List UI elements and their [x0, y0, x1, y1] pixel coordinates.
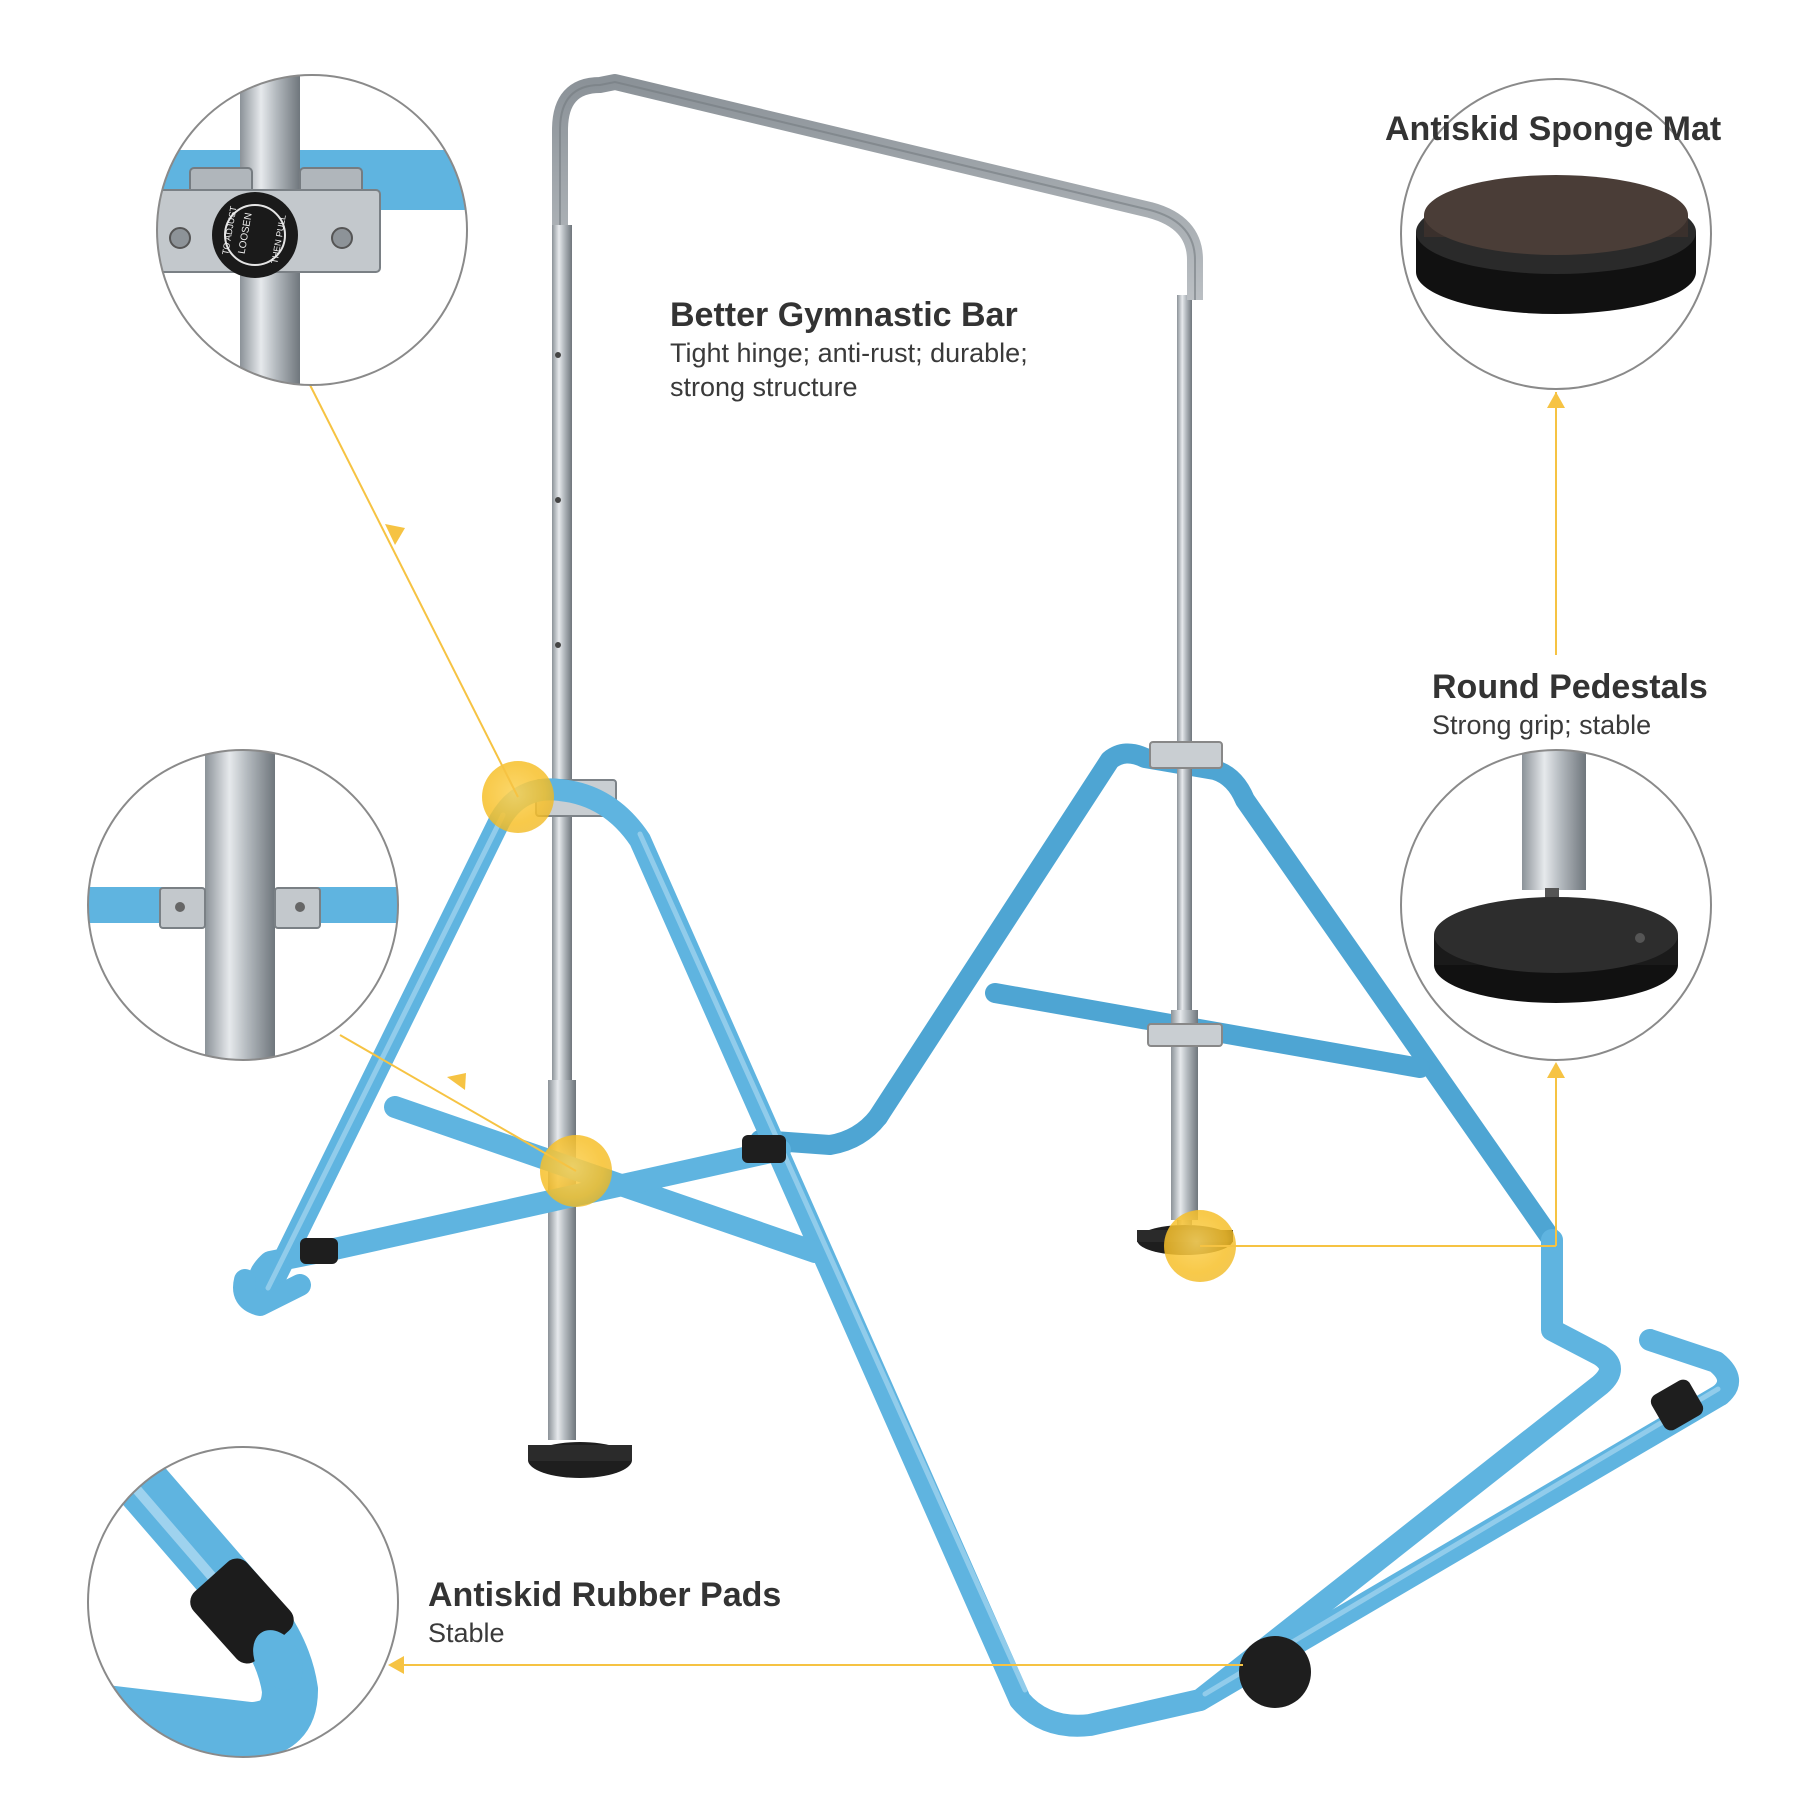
sponge-mat-label: Antiskid Sponge Mat — [1385, 108, 1785, 150]
bar-feature-description: Tight hinge; anti-rust; durable; strong … — [670, 338, 1028, 402]
rubber-pads — [300, 1135, 1704, 1708]
pedestal-label: Round Pedestals Strong grip; stable — [1432, 666, 1792, 742]
callout-arrows — [385, 160, 1565, 1674]
bar-feature-label: Better Gymnastic Bar Tight hinge; anti-r… — [670, 294, 1090, 404]
rubber-pads-label: Antiskid Rubber Pads Stable — [428, 1574, 848, 1650]
rubber-pad-detail-icon — [87, 1446, 399, 1758]
bar-feature-title: Better Gymnastic Bar — [670, 296, 1018, 334]
left-upright — [528, 225, 632, 1478]
pedestal-detail-icon — [1400, 749, 1712, 1061]
rubber-pads-title: Antiskid Rubber Pads — [428, 1576, 782, 1614]
gym-bar-frame — [233, 74, 1739, 1737]
sponge-mat-detail-icon — [1400, 78, 1712, 390]
hinge-detail-icon: LOOSEN TO ADJUST THEN PULL — [156, 74, 468, 386]
rubber-pads-description: Stable — [428, 1618, 505, 1648]
sponge-mat-title: Antiskid Sponge Mat — [1385, 110, 1722, 148]
pedestal-title: Round Pedestals — [1432, 668, 1708, 706]
callout-lines — [309, 384, 1557, 1666]
pedestal-description: Strong grip; stable — [1432, 710, 1652, 740]
top-bar — [552, 74, 1203, 1220]
clamp-detail-icon — [87, 749, 399, 1061]
